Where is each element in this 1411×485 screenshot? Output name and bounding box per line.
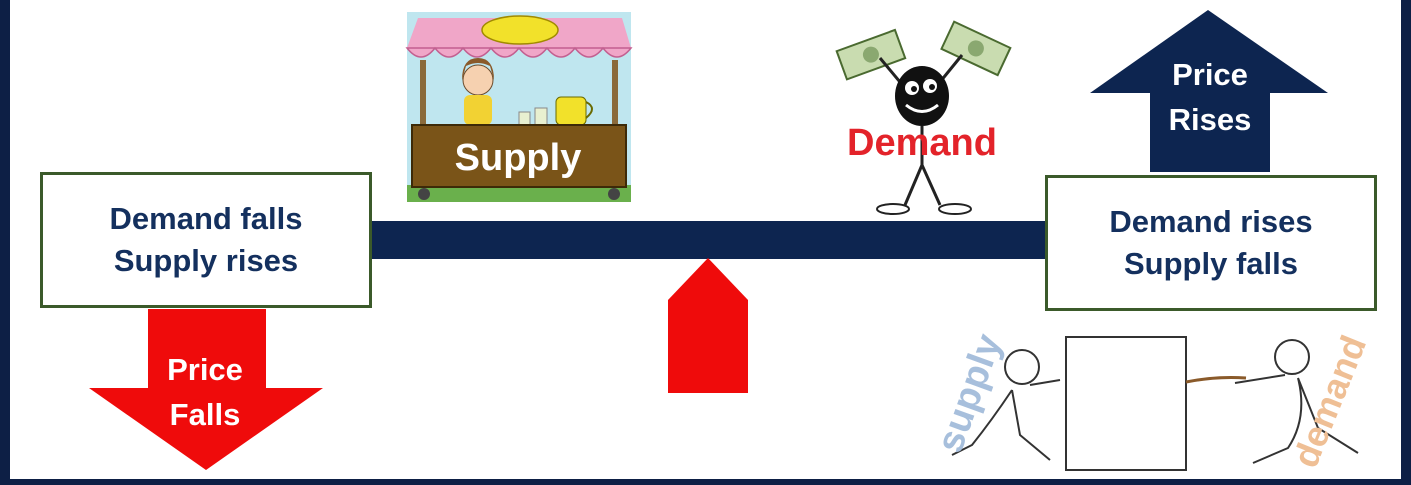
- fulcrum: [668, 258, 748, 393]
- price-falls-arrow: Price Falls: [89, 309, 323, 470]
- banknote-left-icon: [837, 30, 906, 79]
- stall-label: Supply: [455, 137, 582, 179]
- demand-figure-label: Demand: [847, 122, 997, 164]
- price-rises-line1: Price: [1172, 57, 1248, 92]
- demand-figure-illustration: Demand: [837, 22, 1011, 214]
- price-falls-line2: Falls: [170, 397, 241, 432]
- price-rises-line2: Rises: [1169, 102, 1252, 137]
- lemon-icon: [482, 16, 558, 44]
- vendor-head: [463, 65, 493, 95]
- lemonade-stall-illustration: Supply: [407, 12, 631, 202]
- pitcher-icon: [556, 97, 586, 125]
- price-falls-line1: Price: [167, 352, 243, 387]
- tug-supply-label: supply: [929, 329, 1010, 458]
- box-object: [1066, 337, 1186, 470]
- price-rises-arrow: Price Rises: [1090, 10, 1328, 172]
